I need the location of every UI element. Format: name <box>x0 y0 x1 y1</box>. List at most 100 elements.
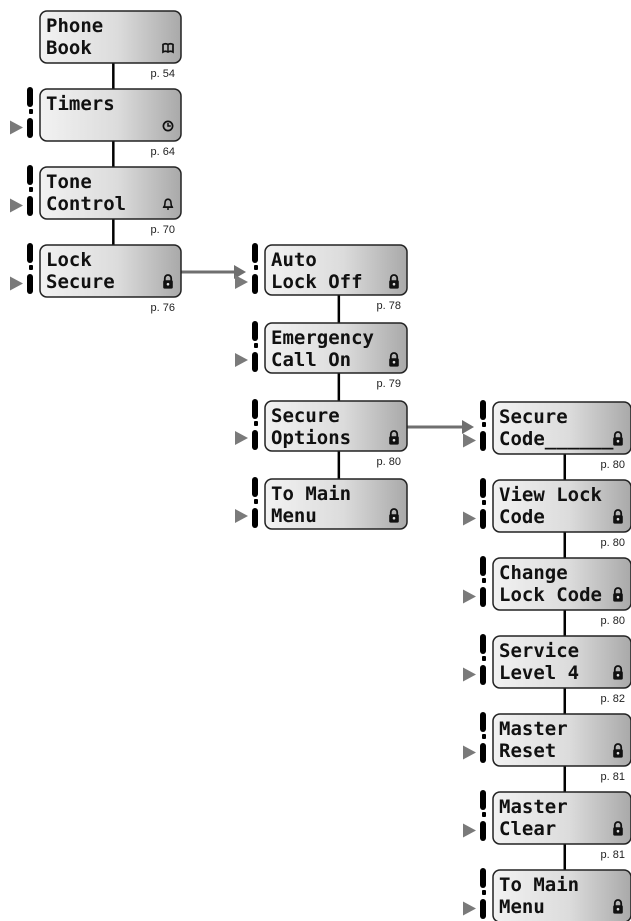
lcd-display <box>39 166 182 220</box>
softkey-bar-top <box>480 634 486 654</box>
softkey-bar-top <box>252 399 258 419</box>
softkey-bar-mid <box>482 812 486 817</box>
lcd-display <box>492 791 631 845</box>
softkey-bar-bottom <box>252 352 258 372</box>
page-reference: p. 81 <box>601 771 625 783</box>
arrow-head-icon <box>462 420 474 434</box>
softkey-bar-top <box>27 165 33 185</box>
lcd-line-2: Lock Off <box>271 271 363 293</box>
selection-pointer-icon <box>463 433 476 448</box>
lcd-display <box>39 244 182 298</box>
page-reference: p. 82 <box>601 693 625 705</box>
lcd-line-1: View Lock <box>499 484 603 506</box>
softkey-bar-bottom <box>480 821 486 841</box>
softkey-bar-top <box>480 790 486 810</box>
page-reference: p. 80 <box>601 615 625 627</box>
lcd-line-2: Menu <box>499 896 545 918</box>
submenu-arrow <box>181 265 246 280</box>
lcd-line-2: Secure <box>46 271 115 293</box>
selection-pointer-icon <box>235 275 248 289</box>
lcd-display <box>492 479 631 533</box>
selection-pointer-icon <box>235 353 248 367</box>
softkey-bar-top <box>252 321 258 341</box>
softkey-bar-bottom <box>480 431 486 451</box>
selection-pointer-icon <box>463 589 476 604</box>
lcd-line-1: Change <box>499 562 568 584</box>
softkey-bar-mid <box>482 656 486 661</box>
softkey-bar-mid <box>29 109 33 114</box>
softkey-bar-bottom <box>27 118 33 138</box>
lcd-line-1: To Main <box>499 874 579 896</box>
lcd-line-2: Book <box>46 37 92 59</box>
lcd-line-2: Options <box>271 427 351 449</box>
lcd-line-2: Lock Code <box>499 584 602 606</box>
softkey-bar-mid <box>482 500 486 505</box>
selection-pointer-icon <box>10 120 23 135</box>
softkey-bar-mid <box>482 422 486 427</box>
softkey-bar-top <box>480 400 486 420</box>
softkey-bar-bottom <box>480 665 486 685</box>
selection-pointer-icon <box>463 823 476 838</box>
softkey-bar-mid <box>254 343 258 348</box>
softkey-bar-top <box>480 478 486 498</box>
lcd-line-2: Reset <box>499 740 556 762</box>
lcd-line-1: Master <box>499 718 568 740</box>
lcd-line-1: Secure <box>499 406 568 428</box>
lcd-line-1: Secure <box>271 405 340 427</box>
softkey-bar-top <box>480 712 486 732</box>
lcd-line-1: To Main <box>271 483 351 505</box>
lcd-line-1: Tone <box>46 171 92 193</box>
lcd-display <box>492 635 631 689</box>
page-reference: p. 70 <box>151 224 175 236</box>
lcd-display <box>39 10 182 64</box>
softkey-bar-bottom <box>480 899 486 919</box>
lcd-line-2: Code______ <box>499 428 614 450</box>
lcd-line-2: Call On <box>271 349 351 371</box>
softkey-bar-mid <box>482 734 486 739</box>
page-reference: p. 81 <box>601 849 625 861</box>
softkey-bar-bottom <box>480 743 486 763</box>
lcd-display <box>264 400 408 452</box>
softkey-bar-bottom <box>252 508 258 528</box>
lcd-line-1: Auto <box>271 249 317 271</box>
lcd-line-2: Menu <box>271 505 317 527</box>
lcd-line-1: Master <box>499 796 568 818</box>
lcd-display <box>264 244 408 296</box>
softkey-bar-mid <box>482 890 486 895</box>
lcd-display <box>492 401 631 455</box>
lcd-display <box>492 713 631 767</box>
lcd-display <box>39 88 182 142</box>
selection-pointer-icon <box>463 511 476 526</box>
page-reference: p. 80 <box>601 459 625 471</box>
selection-pointer-icon <box>463 745 476 760</box>
page-reference: p. 80 <box>601 537 625 549</box>
selection-pointer-icon <box>463 901 476 916</box>
selection-pointer-icon <box>10 276 23 291</box>
softkey-bar-mid <box>482 578 486 583</box>
page-reference: p. 76 <box>151 302 175 314</box>
softkey-bar-top <box>480 556 486 576</box>
page-reference: p. 80 <box>377 456 401 468</box>
selection-pointer-icon <box>235 509 248 523</box>
lcd-line-2: Code <box>499 506 545 528</box>
softkey-bar-bottom <box>252 430 258 450</box>
